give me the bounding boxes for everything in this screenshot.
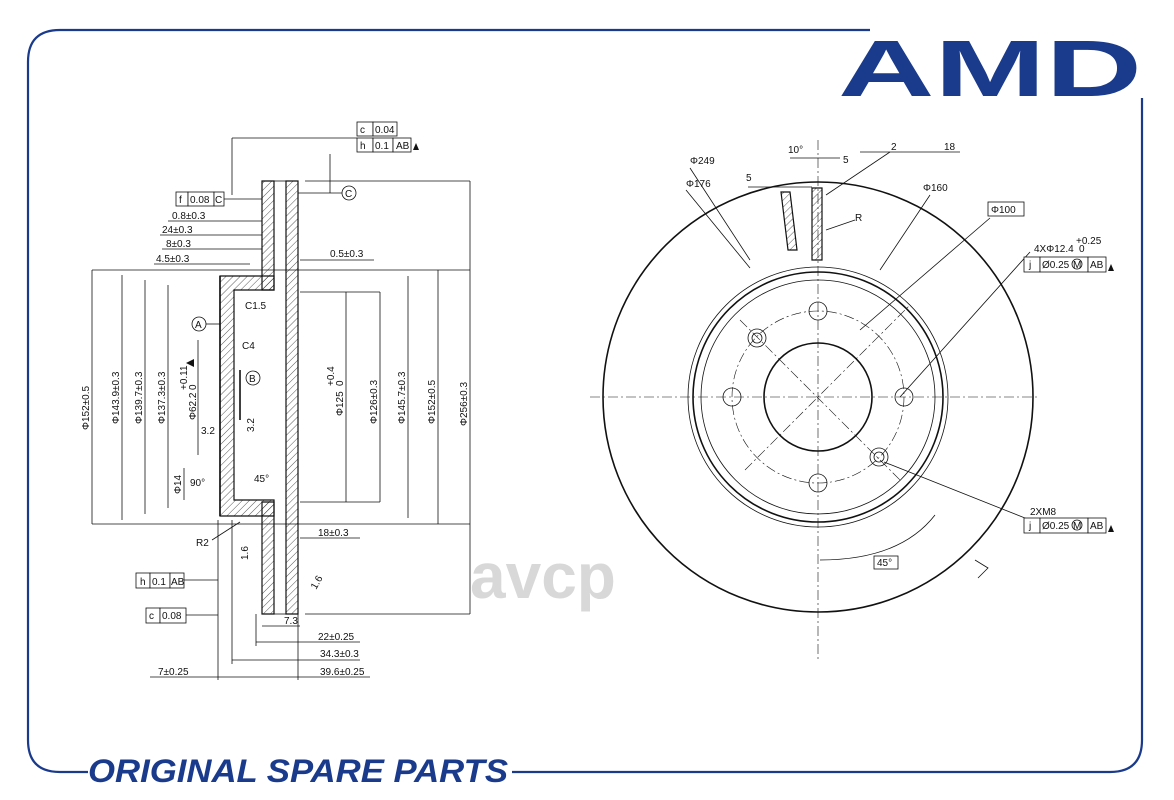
dim-45deg: 45° bbox=[254, 474, 269, 485]
dim-32a: 3.2 bbox=[201, 426, 215, 437]
datum-a: A bbox=[195, 320, 202, 331]
dim-18: 18±0.3 bbox=[318, 528, 349, 539]
pos1-ref: AB bbox=[1090, 260, 1104, 271]
dim-16a: 1.6 bbox=[240, 546, 251, 560]
pos2-ref: AB bbox=[1090, 521, 1104, 532]
dim-05: 0.5±0.3 bbox=[330, 249, 364, 260]
brand-logo: AMD bbox=[838, 24, 1142, 113]
dim-7: 7±0.25 bbox=[158, 667, 189, 678]
pos1-mod: M bbox=[1073, 260, 1081, 271]
dim-24: 24±0.3 bbox=[162, 225, 193, 236]
dim-phi1439: Φ143.9±0.3 bbox=[111, 371, 122, 424]
datum-b: B bbox=[249, 374, 256, 385]
dim-phi1457: Φ145.7±0.3 bbox=[397, 371, 408, 424]
footer-slogan: ORIGINAL SPARE PARTS bbox=[88, 753, 509, 789]
dim-8: 8±0.3 bbox=[166, 239, 191, 250]
tol-h-ref: AB bbox=[396, 141, 410, 152]
flat-value: 0.08 bbox=[190, 195, 210, 206]
dim-32b: 3.2 bbox=[246, 418, 257, 432]
datum-c: C bbox=[345, 189, 352, 200]
dim-phi125-tol: +0.4 bbox=[326, 366, 337, 386]
dim-396: 39.6±0.25 bbox=[320, 667, 365, 678]
watermark: avcp bbox=[470, 540, 616, 612]
dim-73: 7.3 bbox=[284, 616, 298, 627]
front-angle-45: 45° bbox=[877, 558, 892, 569]
pos1-value: Ø0.25 bbox=[1042, 260, 1070, 271]
front-holes-tol0: 0 bbox=[1079, 244, 1085, 255]
dim-phi125-tol0: 0 bbox=[335, 380, 346, 386]
front-dim-18: 18 bbox=[944, 142, 956, 153]
dim-phi1397: Φ139.7±0.3 bbox=[134, 371, 145, 424]
front-dim-2: 2 bbox=[891, 142, 897, 153]
dim-phi126: Φ126±0.3 bbox=[369, 380, 380, 424]
tol-h-symbol: h bbox=[360, 141, 366, 152]
pos2-symbol: j bbox=[1028, 521, 1031, 532]
front-phi160: Φ160 bbox=[923, 183, 948, 194]
tol-c-symbol: c bbox=[360, 125, 365, 136]
dim-16b: 1.6 bbox=[309, 574, 326, 592]
dim-phi1373: Φ137.3±0.3 bbox=[157, 371, 168, 424]
dim-phi622-tol: +0.11 bbox=[179, 365, 190, 390]
flat-ref: C bbox=[215, 195, 222, 206]
pos2-mod: M bbox=[1073, 521, 1081, 532]
front-dim-5b: 5 bbox=[843, 155, 849, 166]
dim-c15: C1.5 bbox=[245, 301, 267, 312]
logo-text: AMD bbox=[838, 24, 1142, 113]
front-radius: R bbox=[855, 213, 862, 224]
dim-90deg: 90° bbox=[190, 478, 205, 489]
runout-h-ref: AB bbox=[171, 577, 185, 588]
front-dim-5a: 5 bbox=[746, 173, 752, 184]
front-m8: 2XM8 bbox=[1030, 507, 1057, 518]
front-phi176: Φ176 bbox=[686, 179, 711, 190]
dim-phi622-tol0: 0 bbox=[188, 384, 199, 390]
section-view: c 0.04 h 0.1 AB C f 0.08 C 0.8±0.3 24±0.… bbox=[81, 121, 471, 680]
dim-phi125: Φ125 bbox=[335, 391, 346, 416]
runout-h-symbol: h bbox=[140, 577, 146, 588]
dim-phi152-left: Φ152±0.5 bbox=[81, 386, 92, 430]
dim-45: 4.5±0.3 bbox=[156, 254, 190, 265]
front-view: 10° 5 5 2 18 Φ249 Φ176 Φ160 R Φ100 4XΦ12… bbox=[590, 140, 1114, 660]
runout-c-symbol: c bbox=[149, 611, 154, 622]
dim-r2: R2 bbox=[196, 538, 209, 549]
front-phi249: Φ249 bbox=[690, 156, 715, 167]
front-angle-10: 10° bbox=[788, 145, 803, 156]
tol-c-value: 0.04 bbox=[375, 125, 395, 136]
dim-phi622: Φ62.2 bbox=[188, 392, 199, 420]
tol-h-value: 0.1 bbox=[375, 141, 389, 152]
front-holes: 4XΦ12.4 bbox=[1034, 244, 1074, 255]
dim-phi256: Φ256±0.3 bbox=[459, 382, 470, 426]
flat-symbol: f bbox=[179, 195, 182, 206]
dim-343: 34.3±0.3 bbox=[320, 649, 359, 660]
pos2-value: Ø0.25 bbox=[1042, 521, 1070, 532]
dim-c4: C4 bbox=[242, 341, 255, 352]
dim-08: 0.8±0.3 bbox=[172, 211, 206, 222]
dim-22: 22±0.25 bbox=[318, 632, 355, 643]
runout-h-value: 0.1 bbox=[152, 577, 166, 588]
pos1-symbol: j bbox=[1028, 260, 1031, 271]
front-holes-tol: +0.25 bbox=[1076, 236, 1102, 247]
runout-c-value: 0.08 bbox=[162, 611, 182, 622]
dim-phi14: Φ14 bbox=[173, 474, 184, 494]
page-frame bbox=[26, 28, 1144, 774]
front-phi100: Φ100 bbox=[991, 205, 1016, 216]
dim-phi152-right: Φ152±0.5 bbox=[427, 380, 438, 424]
